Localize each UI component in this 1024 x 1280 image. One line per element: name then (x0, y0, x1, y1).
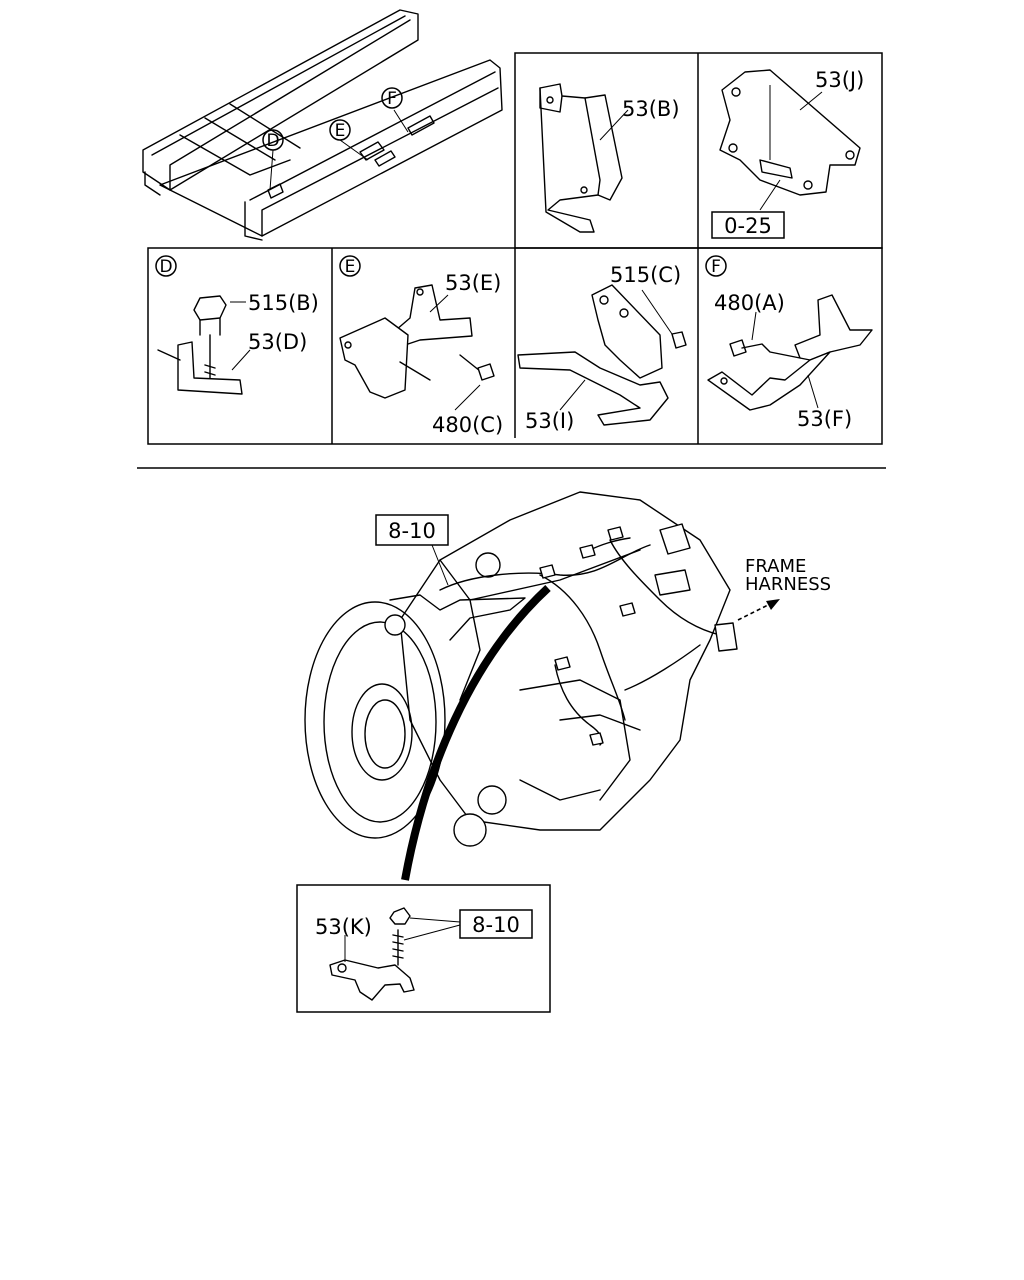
svg-text:E: E (345, 257, 356, 277)
label-515c: 515(C) (610, 263, 681, 287)
frame-harness-arrow (737, 599, 780, 621)
callout-d-panel: D (155, 255, 177, 277)
engine-transmission-drawing (304, 491, 738, 881)
label-0-25: 0-25 (724, 214, 772, 238)
ref-box-8-10-top (375, 514, 449, 546)
label-harness: HARNESS (745, 574, 831, 595)
bracket-53f-drawing (707, 294, 873, 411)
label-480c: 480(C) (432, 413, 503, 437)
label-8-10-bottom: 8-10 (472, 913, 520, 937)
bracket-53k-drawing (329, 907, 461, 1001)
label-53f: 53(F) (797, 407, 852, 431)
label-53d: 53(D) (248, 330, 307, 354)
ref-box-8-10-bottom (459, 909, 533, 939)
svg-text:E: E (335, 121, 346, 141)
label-53i: 53(I) (525, 409, 574, 433)
label-53j: 53(J) (815, 68, 864, 92)
svg-text:D: D (159, 257, 172, 277)
label-frame: FRAME (745, 556, 806, 577)
label-515b: 515(B) (248, 291, 319, 315)
callout-f-panel: F (705, 255, 727, 277)
callout-d-frame: D (262, 129, 284, 151)
bracket-53j-drawing (719, 69, 861, 211)
callout-e-panel: E (339, 255, 361, 277)
label-8-10-top: 8-10 (388, 519, 436, 543)
svg-text:D: D (266, 131, 279, 151)
label-53k: 53(K) (315, 915, 372, 939)
leader-8-10-top (431, 544, 449, 586)
bracket-53d-drawing (157, 295, 251, 395)
chassis-frame-drawing (142, 9, 503, 241)
svg-text:F: F (387, 89, 397, 109)
label-53e: 53(E) (445, 271, 501, 295)
callout-f-frame: F (381, 87, 403, 109)
bracket-53i-drawing (517, 284, 687, 426)
svg-text:F: F (711, 257, 721, 277)
ref-box-0-25 (711, 211, 785, 239)
bracket-53b-drawing (539, 83, 629, 233)
callout-e-frame: E (329, 119, 351, 141)
label-480a: 480(A) (714, 291, 785, 315)
bracket-53e-drawing (339, 284, 495, 411)
inset-panel-53k (296, 884, 551, 1013)
label-53b: 53(B) (622, 97, 680, 121)
